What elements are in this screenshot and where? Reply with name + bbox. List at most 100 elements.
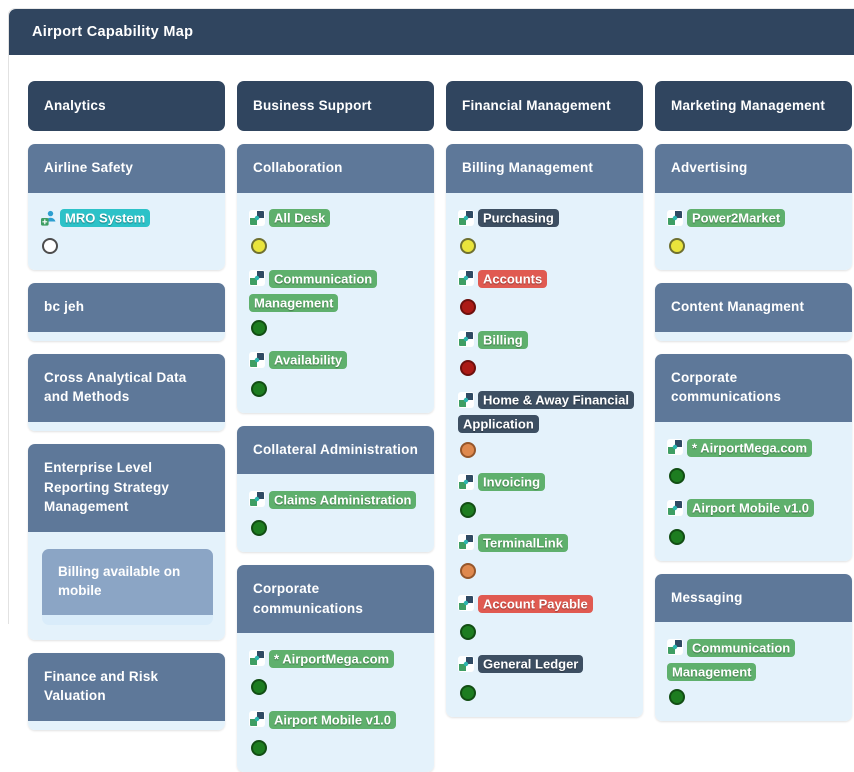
application-item[interactable]: MRO System (40, 209, 215, 255)
column-marketing-management: Marketing Management Advertising Power2M… (655, 81, 852, 721)
status-dot (460, 563, 476, 580)
application-item[interactable]: Power2Market (667, 209, 842, 255)
capability-card[interactable]: Airline Safety MRO System (28, 144, 225, 271)
status-dot (669, 238, 685, 255)
application-item[interactable]: Communication Management (249, 269, 424, 336)
capability-card[interactable]: bc jeh (28, 283, 225, 341)
capability-body: All Desk Communication Management Availa… (237, 192, 434, 413)
application-label[interactable]: Communication Management (667, 638, 796, 681)
capability-card[interactable]: Corporate communications * AirportMega.c… (237, 565, 434, 772)
application-label[interactable]: Home & Away Financial Application (458, 391, 634, 434)
application-label[interactable]: Airport Mobile v1.0 (687, 499, 815, 518)
capability-title[interactable]: Messaging (655, 573, 852, 623)
capability-title[interactable]: Cross Analytical Data and Methods (28, 353, 225, 423)
capability-title[interactable]: Billing Management (446, 144, 643, 193)
sub-capability-title[interactable]: Billing available on mobile (42, 548, 213, 615)
application-label[interactable]: TerminalLink (478, 533, 568, 552)
status-dot (251, 520, 267, 537)
application-item[interactable]: Accounts (458, 269, 633, 316)
application-item[interactable]: All Desk (249, 209, 424, 255)
capability-body (28, 720, 225, 730)
capability-body (28, 422, 225, 432)
application-label[interactable]: MRO System (60, 209, 151, 228)
application-label[interactable]: Claims Administration (269, 490, 417, 509)
capability-card[interactable]: Enterprise Level Reporting Strategy Mana… (28, 444, 225, 640)
application-item[interactable]: Account Payable (458, 594, 633, 640)
application-item[interactable]: Availability (249, 351, 424, 397)
status-dot (460, 238, 476, 255)
capability-title[interactable]: Advertising (655, 144, 852, 193)
app-icon (458, 534, 474, 557)
capability-title[interactable]: Finance and Risk Valuation (28, 652, 225, 721)
application-item[interactable]: Communication Management (667, 638, 842, 705)
column-header-marketing-management: Marketing Management (655, 81, 852, 131)
application-item[interactable]: TerminalLink (458, 533, 633, 580)
app-icon (458, 655, 474, 679)
application-label[interactable]: Availability (269, 351, 348, 370)
status-dot (460, 684, 476, 701)
app-icon (249, 270, 265, 293)
capability-title[interactable]: Airline Safety (28, 144, 225, 193)
capability-map-panel: Airport Capability Map Analytics Airline… (8, 8, 854, 772)
capability-body: Power2Market (655, 192, 852, 271)
application-label[interactable]: General Ledger (478, 655, 584, 674)
app-icon (667, 639, 683, 662)
capability-card[interactable]: Cross Analytical Data and Methods (28, 353, 225, 432)
application-item[interactable]: Claims Administration (249, 490, 424, 537)
capability-title[interactable]: Content Managment (655, 283, 852, 332)
capability-card[interactable]: Content Managment (655, 283, 852, 341)
application-item[interactable]: Invoicing (458, 473, 633, 519)
capability-card[interactable]: Collaboration All Desk Communication Man… (237, 144, 434, 413)
app-icon (458, 391, 474, 415)
column-analytics: Analytics Airline Safety MRO System bc j… (28, 81, 225, 730)
app-icon (458, 473, 474, 497)
application-item[interactable]: Airport Mobile v1.0 (249, 710, 424, 756)
capability-title[interactable]: bc jeh (28, 283, 225, 332)
application-label[interactable]: Accounts (478, 269, 548, 288)
application-label[interactable]: All Desk (269, 209, 331, 228)
capability-card[interactable]: Collateral Administration Claims Adminis… (237, 425, 434, 553)
application-label[interactable]: Power2Market (687, 209, 786, 228)
capability-card[interactable]: Messaging Communication Management (655, 573, 852, 721)
capability-card[interactable]: Billing Management Purchasing Accounts (446, 144, 643, 717)
capability-card[interactable]: Corporate communications * AirportMega.c… (655, 353, 852, 561)
capability-card[interactable]: Advertising Power2Market (655, 144, 852, 271)
app-icon (667, 439, 683, 462)
capability-body: Billing available on mobile (28, 531, 225, 640)
sub-capability-card[interactable]: Billing available on mobile (42, 548, 213, 625)
application-item[interactable]: General Ledger (458, 655, 633, 701)
capability-title[interactable]: Corporate communications (237, 565, 434, 634)
application-label[interactable]: Communication Management (249, 269, 378, 312)
user-app-icon (40, 209, 57, 233)
capability-body: * AirportMega.com Airport Mobile v1.0 (237, 633, 434, 772)
application-label[interactable]: * AirportMega.com (687, 438, 813, 457)
app-icon (458, 595, 474, 618)
application-label[interactable]: Purchasing (478, 209, 559, 228)
application-label[interactable]: Account Payable (478, 594, 593, 613)
application-label[interactable]: Airport Mobile v1.0 (269, 710, 397, 729)
status-dot (251, 380, 267, 397)
capability-title[interactable]: Corporate communications (655, 353, 852, 423)
application-item[interactable]: * AirportMega.com (667, 438, 842, 484)
app-icon (458, 331, 474, 354)
application-item[interactable]: Home & Away Financial Application (458, 391, 634, 458)
capability-body (655, 331, 852, 341)
application-item[interactable]: Billing (458, 330, 633, 376)
capability-card[interactable]: Finance and Risk Valuation (28, 652, 225, 730)
capability-body: MRO System (28, 192, 225, 271)
application-label[interactable]: Invoicing (478, 473, 546, 492)
application-item[interactable]: Airport Mobile v1.0 (667, 499, 842, 545)
capability-title[interactable]: Enterprise Level Reporting Strategy Mana… (28, 444, 225, 532)
application-item[interactable]: Purchasing (458, 209, 633, 255)
app-icon (249, 711, 265, 734)
application-label[interactable]: Billing (478, 330, 528, 349)
application-label[interactable]: * AirportMega.com (269, 649, 395, 668)
status-dot (251, 679, 267, 696)
status-dot (669, 688, 685, 705)
status-dot (460, 359, 476, 376)
page-title: Airport Capability Map (9, 9, 854, 55)
capability-title[interactable]: Collaboration (237, 144, 434, 193)
column-header-analytics: Analytics (28, 81, 225, 131)
application-item[interactable]: * AirportMega.com (249, 649, 424, 696)
capability-title[interactable]: Collateral Administration (237, 425, 434, 475)
